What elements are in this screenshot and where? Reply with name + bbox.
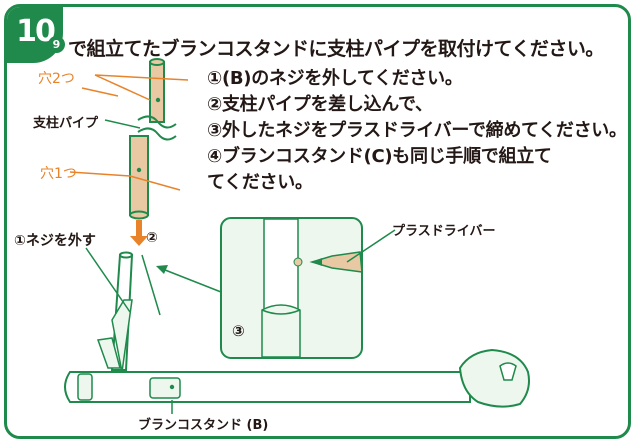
- instruction-line-3: ③外したネジをプラスドライバーで締めてください。: [207, 120, 627, 141]
- inset-screw-hole: [293, 257, 303, 267]
- label-hole-1: 穴1つ: [40, 166, 77, 182]
- step-title: で組立てたブランコスタンドに支柱パイプを取付けてください。: [68, 38, 604, 60]
- step-number-badge: 10: [7, 7, 63, 63]
- label-stand-b: ブランコスタンド (B): [138, 418, 269, 433]
- instruction-line-5: てください。: [207, 172, 313, 193]
- reference-step-badge: 9: [48, 36, 65, 53]
- label-remove-screw: ①ネジを外す: [14, 233, 96, 249]
- label-circle-2: ②: [146, 230, 158, 246]
- swing-stand-b: [64, 247, 530, 414]
- label-hole-2: 穴2つ: [38, 71, 75, 87]
- instruction-line-1: ①(B)のネジを外してください。: [207, 68, 463, 89]
- screwdriver-icon: [309, 251, 363, 273]
- instruction-line-4: ④ブランコスタンド(C)も同じ手順で組立て: [207, 146, 552, 167]
- support-pipe: [129, 58, 177, 220]
- insert-arrow: [130, 220, 148, 246]
- instruction-line-2: ②支柱パイプを差し込んで、: [207, 94, 433, 115]
- instruction-panel: 10: [4, 4, 631, 439]
- label-screwdriver: プラスドライバー: [392, 224, 496, 239]
- label-circle-3: ③: [232, 322, 245, 340]
- label-support-pipe: 支柱パイプ: [33, 116, 99, 131]
